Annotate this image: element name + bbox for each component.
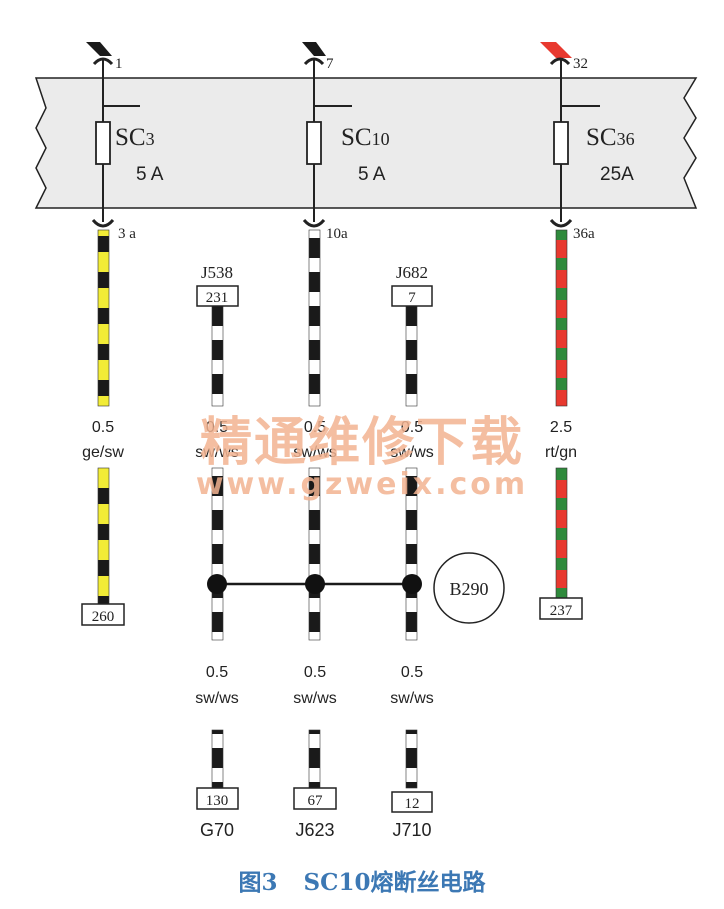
wire-size: 0.5: [92, 419, 114, 436]
connector-j623: 67 J623: [293, 787, 337, 840]
cut-mark-icon: [302, 42, 326, 56]
wire-color: ge/sw: [82, 444, 124, 461]
splice-node: [305, 574, 325, 594]
fuse-element: [553, 121, 569, 165]
connector-pin-box: [391, 285, 433, 307]
cut-mark-icon: [86, 42, 112, 56]
wire-color: rt/gn: [545, 444, 577, 461]
connector-pin-box: [81, 603, 125, 626]
wire-size: 0.5: [401, 664, 423, 681]
connector-pin: 260: [92, 609, 115, 625]
watermark-title: 精通维修下载: [200, 413, 524, 473]
connector-pin: 12: [405, 796, 420, 812]
watermark: 精通维修下载 www.gzweix.com: [196, 413, 528, 502]
splice-label: B290: [449, 579, 488, 599]
connector-j710: 12 J710: [391, 791, 433, 840]
watermark-url: www.gzweix.com: [196, 467, 528, 502]
fuse-box: [34, 77, 698, 209]
fuse-sc3: 1 SC3 5 A 3 a: [86, 42, 164, 242]
wire-j682-mid: [405, 467, 418, 641]
fuse-name: SC10: [341, 124, 390, 151]
fuse-sc36: 32 SC36 25A 36a: [540, 42, 635, 242]
fuse-name: SC36: [586, 124, 635, 151]
connector-237: 237: [539, 597, 583, 620]
connector-j682: J682 7: [391, 263, 433, 307]
wire-sc10-lower: [308, 729, 321, 789]
connector-name: G70: [200, 820, 234, 840]
connector-arc-icon: [549, 218, 573, 228]
fuse-pin-out: 3 a: [118, 226, 136, 242]
connector-g70: 130 G70: [196, 787, 239, 840]
wire-segments: [97, 229, 568, 789]
wire-color: sw/ws: [390, 690, 434, 707]
fuse-pin-out: 36a: [573, 226, 595, 242]
wire-j538-lower: [211, 729, 224, 789]
wire-labels: 0.5 ge/sw 0.5 sw/ws 0.5 sw/ws 0.5 sw/ws …: [82, 419, 577, 707]
wire-j538-upper: [211, 305, 224, 407]
wire-sc10-upper: [308, 229, 321, 407]
connector-pin: 231: [206, 290, 229, 306]
fuse-rating: 5 A: [358, 164, 386, 185]
fuse-pin-in: 32: [573, 56, 588, 72]
wire-sc3-upper: [97, 229, 110, 407]
wire-color: sw/ws: [195, 444, 239, 461]
connector-j538: J538 231: [196, 263, 239, 307]
wire-size: 0.5: [206, 419, 228, 436]
splice-circle: [433, 552, 505, 624]
connector-pin-box: [391, 791, 433, 813]
connector-name: J682: [396, 263, 428, 282]
connector-pin: 237: [550, 603, 573, 619]
wire-sc10-mid: [308, 467, 321, 641]
wire-color: sw/ws: [293, 444, 337, 461]
connector-name: J538: [201, 263, 233, 282]
wire-size: 0.5: [401, 419, 423, 436]
wire-j682-lower: [405, 729, 418, 789]
connector-pin-box: [293, 787, 337, 810]
wire-j682-upper: [405, 305, 418, 407]
fuse-element: [95, 121, 111, 165]
connector-pin: 7: [408, 290, 416, 306]
splice-node: [402, 574, 422, 594]
wire-size: 0.5: [304, 664, 326, 681]
connector-pin-box: [539, 597, 583, 620]
connector-name: J710: [392, 820, 431, 840]
wire-size: 0.5: [304, 419, 326, 436]
connector-arc-icon: [91, 218, 115, 228]
fuse-name: SC3: [115, 124, 155, 151]
connector-pin: 67: [308, 793, 324, 809]
wire-sc36-lower: [555, 467, 568, 599]
wire-color: sw/ws: [390, 444, 434, 461]
connector-pin: 130: [206, 793, 229, 809]
fuse-sc10: 7 SC10 5 A 10a: [302, 42, 390, 242]
wire-color: sw/ws: [195, 690, 239, 707]
connector-260: 260: [81, 603, 125, 626]
wire-size: 0.5: [206, 664, 228, 681]
connector-pin-box: [196, 787, 239, 810]
fuse-pin-in: 7: [326, 56, 334, 72]
connector-pin-box: [196, 285, 239, 307]
wire-j538-mid: [211, 467, 224, 641]
cut-mark-icon: [540, 42, 572, 58]
fuse-pin-in: 1: [115, 56, 123, 72]
wire-color: sw/ws: [293, 690, 337, 707]
fuse-element: [306, 121, 322, 165]
wire-sc36-upper: [555, 229, 568, 407]
connector-name: J623: [295, 820, 334, 840]
fuse-rating: 25A: [600, 164, 634, 185]
wire-sc3-lower: [97, 467, 110, 605]
connector-arc-icon: [302, 218, 326, 228]
fuse-rating: 5 A: [136, 164, 164, 185]
wire-size: 2.5: [550, 419, 572, 436]
splice-node: [207, 574, 227, 594]
fuse-pin-out: 10a: [326, 226, 348, 242]
